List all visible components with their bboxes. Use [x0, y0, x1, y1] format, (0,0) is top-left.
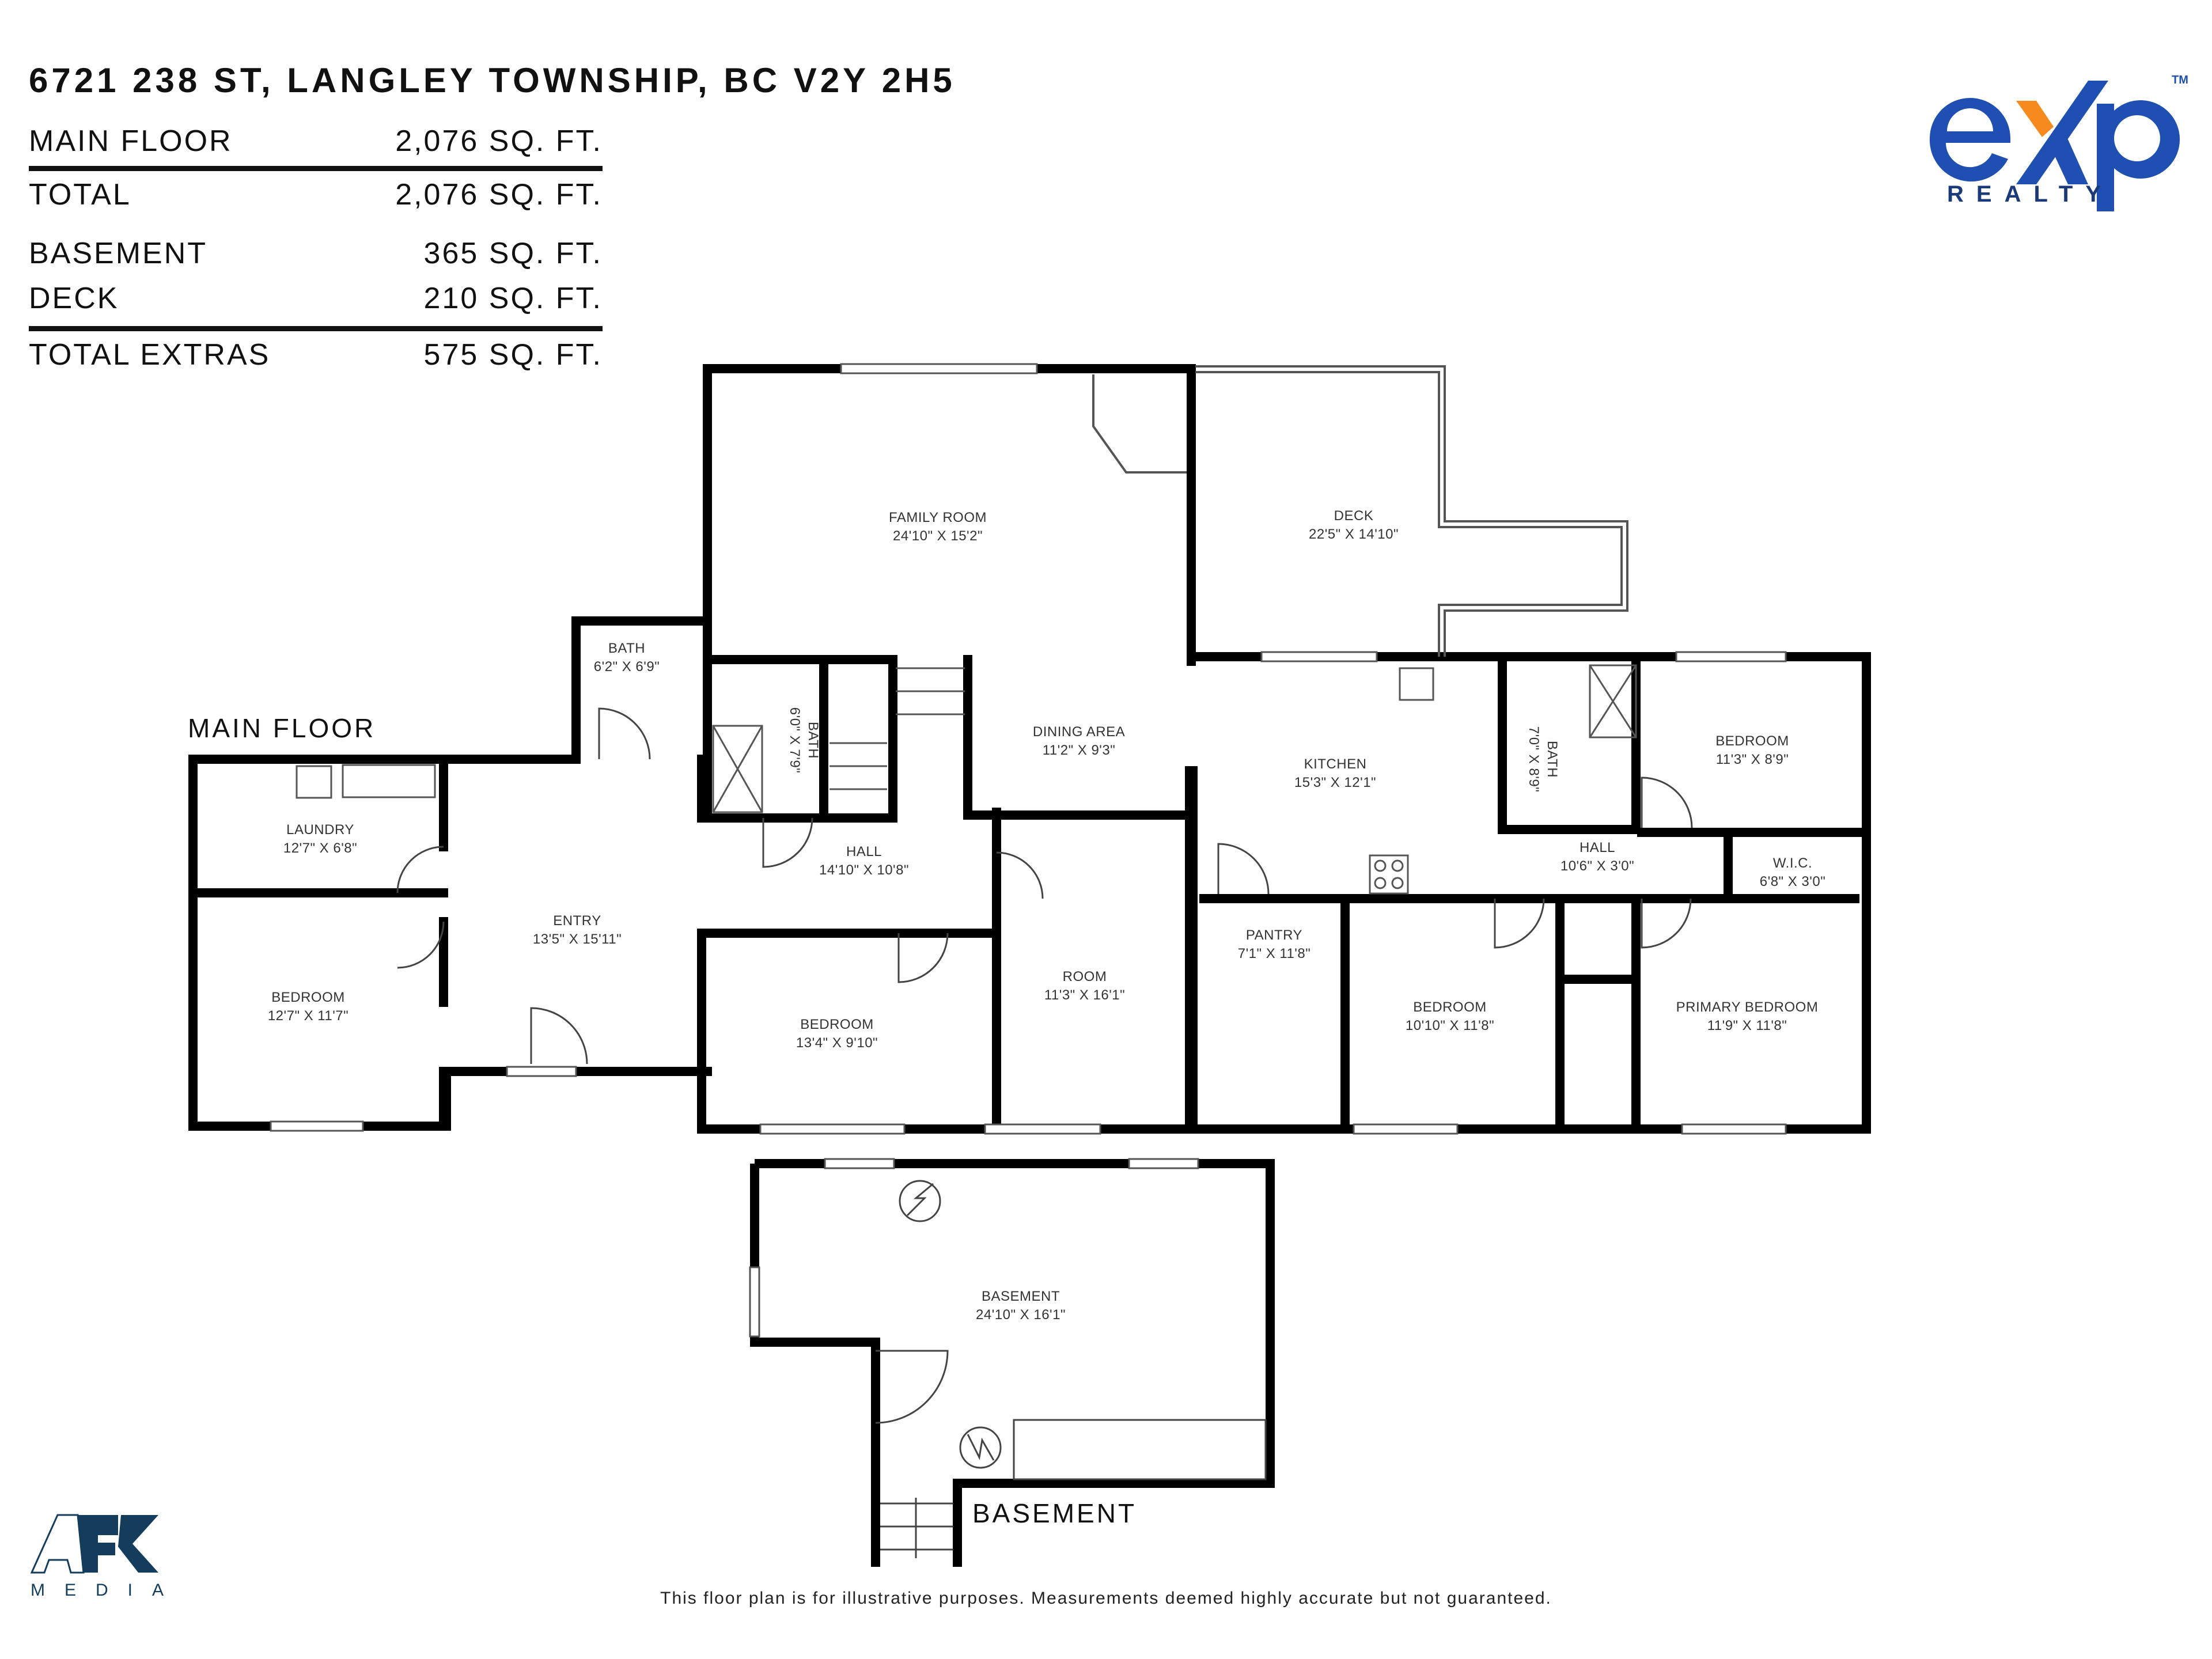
- exp-logo-mark-icon: TM REALTY: [1929, 74, 2188, 211]
- area-row-deck: DECK 210 SQ. FT.: [29, 281, 603, 316]
- floor-label-main: MAIN FLOOR: [188, 713, 376, 743]
- area-label: TOTAL: [29, 178, 131, 211]
- area-label: TOTAL EXTRAS: [29, 338, 271, 372]
- area-row-total: TOTAL 2,076 SQ. FT.: [29, 177, 603, 212]
- area-row-basement: BASEMENT 365 SQ. FT.: [29, 236, 603, 271]
- floor-label-basement: BASEMENT: [972, 1498, 1137, 1528]
- area-value: 365 SQ. FT.: [423, 237, 603, 270]
- area-label: BASEMENT: [29, 237, 208, 270]
- area-row-total-extras: TOTAL EXTRAS 575 SQ. FT.: [29, 338, 603, 372]
- area-row-main-floor: MAIN FLOOR 2,076 SQ. FT.: [29, 124, 603, 158]
- afk-logo-mark-icon: MEDIA: [30, 1514, 176, 1600]
- area-label: DECK: [29, 282, 119, 315]
- area-value: 210 SQ. FT.: [423, 282, 603, 315]
- area-value: 2,076 SQ. FT.: [395, 124, 603, 158]
- afk-media-logo: MEDIA: [26, 1509, 176, 1601]
- svg-text:REALTY: REALTY: [1947, 181, 2113, 207]
- svg-text:TM: TM: [2172, 74, 2188, 86]
- summary-divider: [29, 166, 603, 171]
- exp-realty-logo: TM REALTY: [1924, 69, 2195, 213]
- svg-text:MEDIA: MEDIA: [31, 1581, 176, 1600]
- area-label: MAIN FLOOR: [29, 124, 233, 158]
- room-walk-in-closet: W.I.C.6'8" X 3'0": [1759, 855, 1826, 889]
- disclaimer: This floor plan is for illustrative purp…: [660, 1589, 1552, 1608]
- property-address: 6721 238 ST, LANGLEY TOWNSHIP, BC V2Y 2H…: [29, 61, 956, 100]
- area-value: 575 SQ. FT.: [423, 338, 603, 372]
- summary-divider: [29, 326, 603, 331]
- area-value: 2,076 SQ. FT.: [395, 178, 603, 211]
